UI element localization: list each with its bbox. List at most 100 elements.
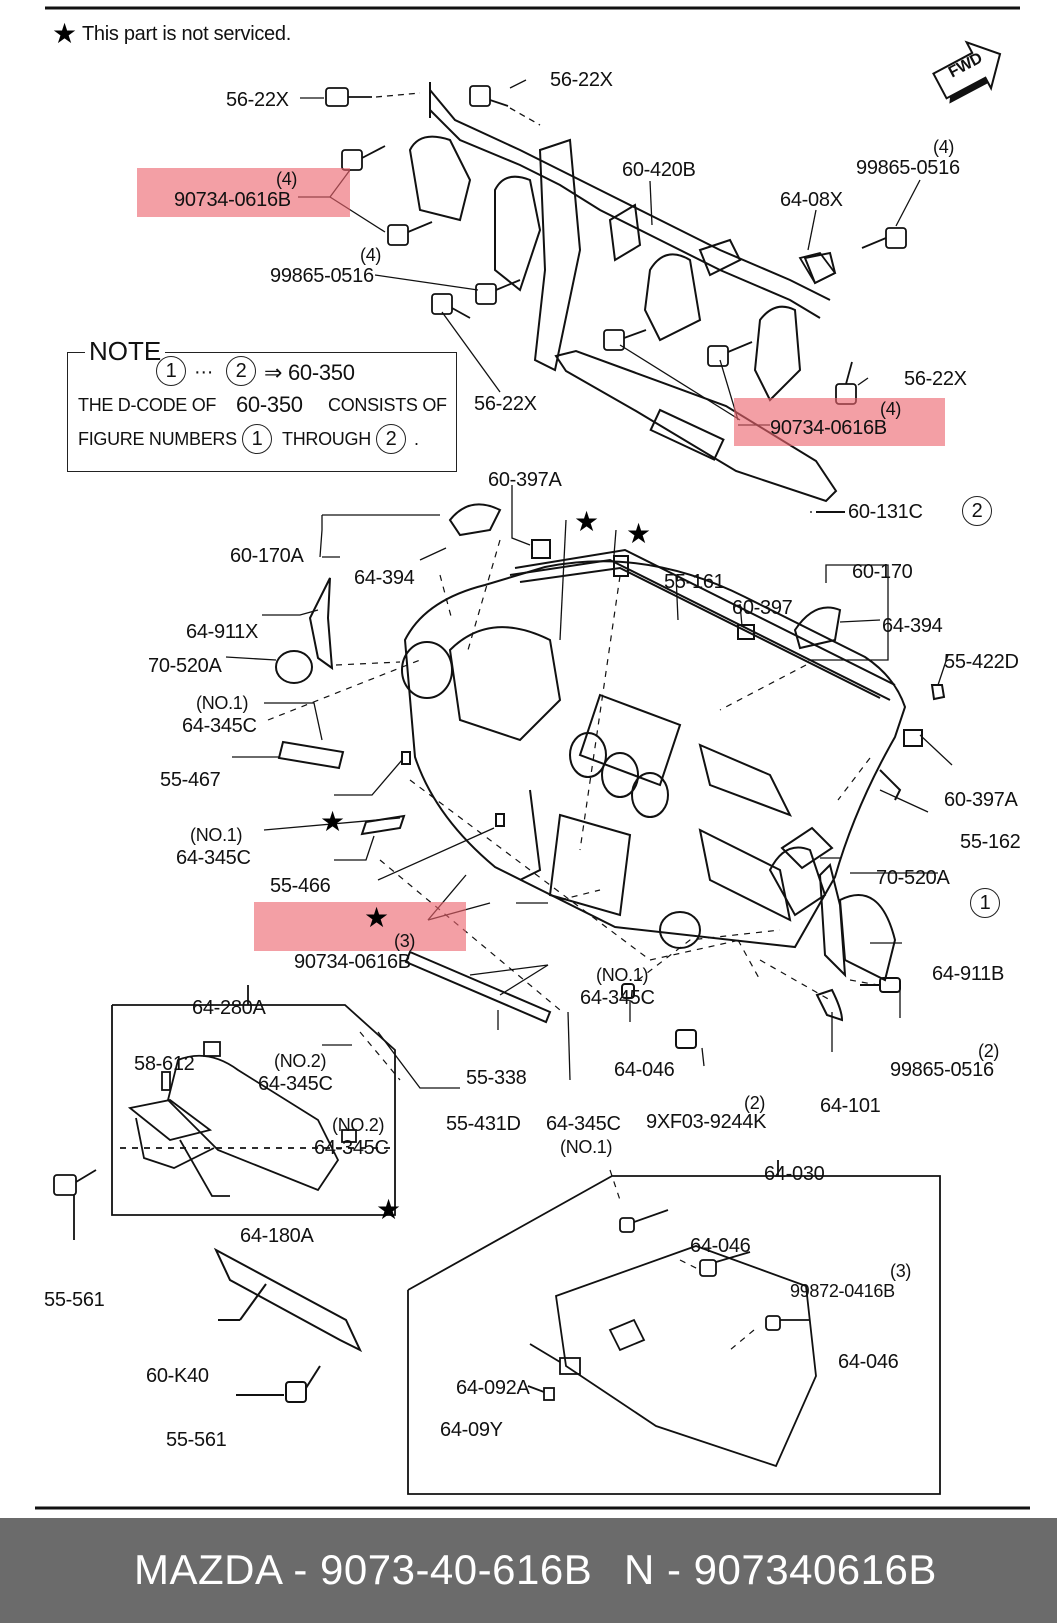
label-99872-0416B: 99872-0416B [790, 1281, 895, 1301]
label-9XF03-9244K: 9XF03-9244K [646, 1111, 767, 1133]
label-60-420B: 60-420B [622, 159, 696, 181]
star-icon: ★ [626, 518, 652, 549]
label-64-180A: 64-180A [240, 1225, 314, 1247]
label-55-561: 55-561 [44, 1289, 105, 1311]
note-circle-1: 1 [156, 356, 186, 386]
label-64-280A: 64-280A [192, 997, 266, 1019]
label-64-030: 64-030 [764, 1163, 825, 1185]
panel-member [408, 82, 837, 402]
note-dots: ··· [194, 361, 214, 383]
dashboard [401, 548, 907, 949]
label-64-101: 64-101 [820, 1095, 881, 1117]
right-parts [404, 863, 901, 1049]
leaders-middle [225, 485, 953, 944]
part-60-131C [554, 349, 845, 513]
label-90734-0616B: 90734-0616B [294, 951, 411, 973]
note-line1-a: THE D-CODE OF [78, 395, 217, 415]
note-line2-b: THROUGH [282, 429, 371, 449]
label-64-345C: 64-345C [580, 987, 655, 1009]
bolts-upper [325, 85, 907, 405]
label-60-397: 60-397 [732, 597, 793, 619]
label-64-345C: 64-345C [182, 715, 257, 737]
label-55-431D: 55-431D [446, 1113, 521, 1135]
star-icon: ★ [364, 902, 390, 933]
dashed-guides [267, 539, 879, 1351]
highlight-90734-0616B-middle [254, 902, 466, 951]
label-56-22X: 56-22X [226, 89, 289, 111]
label-55-422D: 55-422D [944, 651, 1019, 673]
label-no2: (NO.2) [274, 1051, 327, 1071]
label-90734-0616B: 90734-0616B [174, 189, 291, 211]
note-arrow-code: ⇒ 60-350 [264, 360, 355, 385]
label-64-345C: 64-345C [258, 1073, 333, 1095]
label-qty: (4) [360, 245, 382, 265]
label-64-345C: 64-345C [546, 1113, 621, 1135]
label-60-397A: 60-397A [944, 789, 1018, 811]
footer-bar: MAZDA - 9073-40-616B N - 907340616B [0, 1518, 1057, 1623]
note-line1-b: 60-350 [236, 392, 303, 417]
label-64-345C: 64-345C [176, 847, 251, 869]
note-line2-a: FIGURE NUMBERS [78, 429, 237, 449]
label-70-520A: 70-520A [876, 867, 950, 889]
label-55-561: 55-561 [166, 1429, 227, 1451]
label-no1: (NO.1) [196, 693, 249, 713]
label-no1: (NO.1) [190, 825, 243, 845]
label-55-162: 55-162 [960, 831, 1021, 853]
glovebox-group-outline [111, 985, 396, 1216]
label-qty: (3) [890, 1261, 912, 1281]
label-64-092A: 64-092A [456, 1377, 530, 1399]
label-qty: (2) [744, 1093, 766, 1113]
label-99865-0516: 99865-0516 [856, 157, 960, 179]
label-64-08X: 64-08X [780, 189, 843, 211]
highlight-90734-0616B-right [734, 398, 945, 446]
label-55-161: 55-161 [664, 571, 725, 593]
label-no1: (NO.1) [596, 965, 649, 985]
footer-normalized-number: N - 907340616B [624, 1546, 937, 1593]
note-box [67, 352, 457, 472]
star-icon: ★ [376, 1194, 402, 1225]
label-64-046: 64-046 [614, 1059, 675, 1081]
parts-diagram [35, 6, 1030, 1510]
leaders-lower [322, 964, 901, 1089]
label-70-520A: 70-520A [148, 655, 222, 677]
label-60-170A: 60-170A [230, 545, 304, 567]
note-circle-2: 2 [226, 356, 256, 386]
label-56-22X: 56-22X [550, 69, 613, 91]
label-qty: (4) [933, 137, 955, 157]
label-60-131C: 60-131C [848, 501, 923, 523]
label-60-170: 60-170 [852, 561, 913, 583]
part-60-K40 [213, 1247, 363, 1403]
label-58-612: 58-612 [134, 1053, 195, 1075]
label-55-466: 55-466 [270, 875, 331, 897]
label-64-345C: 64-345C [314, 1137, 389, 1159]
note-line2-circle-2: 2 [376, 424, 406, 454]
star-icon: ★ [320, 806, 346, 837]
star-icon: ★ [574, 506, 600, 537]
label-qty: (3) [394, 931, 416, 951]
label-99865-0516: 99865-0516 [890, 1059, 994, 1081]
note-line1-c: CONSISTS OF [328, 395, 447, 415]
label-qty: (4) [880, 399, 902, 419]
label-55-338: 55-338 [466, 1067, 527, 1089]
note-line2-circle-1: 1 [242, 424, 272, 454]
label-64-394: 64-394 [354, 567, 415, 589]
label-64-046: 64-046 [838, 1351, 899, 1373]
star-icon: ★ [52, 18, 78, 49]
left-parts [275, 503, 946, 836]
label-60-397A: 60-397A [488, 469, 562, 491]
highlight-90734-0616B-top-left [137, 168, 350, 217]
label-qty: (2) [978, 1041, 1000, 1061]
label-64-09Y: 64-09Y [440, 1419, 503, 1441]
fwd-arrow-icon [932, 40, 1002, 104]
label-no1: (NO.1) [560, 1137, 613, 1157]
label-qty: (4) [276, 169, 298, 189]
bolt-55-561 [53, 1169, 97, 1240]
label-70-520A-circle: 1 [970, 888, 1000, 918]
label-90734-0616B: 90734-0616B [770, 417, 887, 439]
label-99865-0516: 99865-0516 [270, 265, 374, 287]
note-line2-c: . [414, 429, 419, 449]
footer-part-number: MAZDA - 9073-40-616B [134, 1546, 593, 1593]
label-56-22X: 56-22X [904, 368, 967, 390]
label-64-046: 64-046 [690, 1235, 751, 1257]
label-56-22X: 56-22X [474, 393, 537, 415]
